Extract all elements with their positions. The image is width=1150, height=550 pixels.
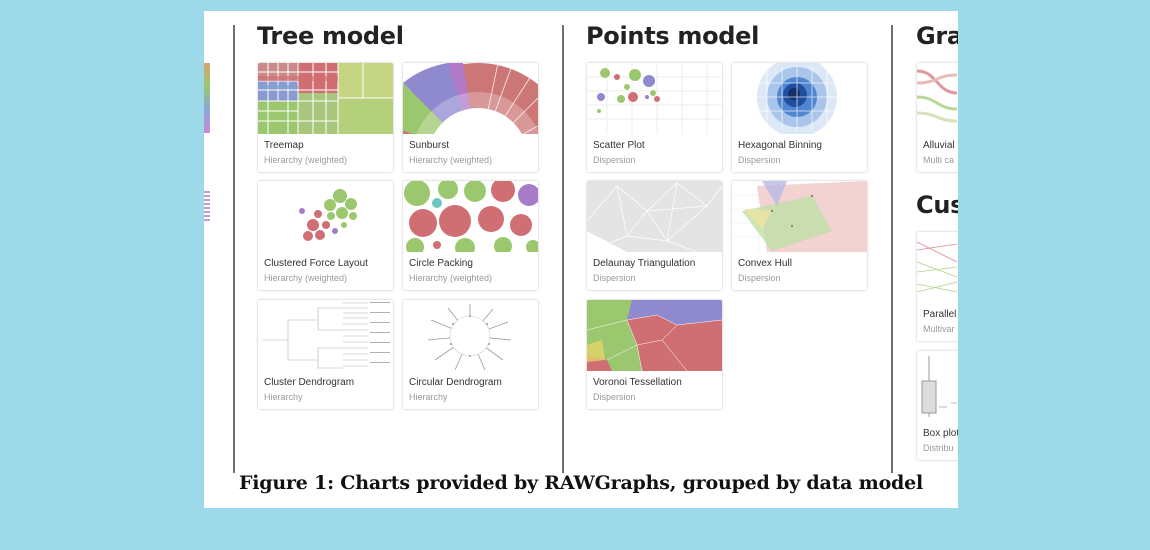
card-title: Box plot [923,428,958,439]
chart-card-convex-hull[interactable]: Convex Hull Dispersion [732,181,867,290]
chart-card-cluster-dendrogram[interactable]: Cluster Dendrogram Hierarchy [258,300,393,409]
sunburst-thumbnail [403,63,538,134]
previous-column-thumb [204,63,210,133]
figure-sheet: Tree model Points model Gra Cus Treemap [204,11,958,508]
card-subtitle: Hierarchy (weighted) [264,273,348,283]
chart-card-circular-dendrogram[interactable]: Circular Dendrogram Hierarchy [403,300,538,409]
previous-column-thumb [204,191,210,221]
convex-hull-thumbnail [732,181,867,252]
chart-card-treemap[interactable]: Treemap Hierarchy (weighted) [258,63,393,172]
card-subtitle: Hierarchy (weighted) [264,155,348,165]
card-subtitle: Dispersion [593,392,636,402]
column-divider [891,25,893,473]
section-title-tree: Tree model [257,22,404,50]
card-subtitle: Dispersion [738,155,781,165]
chart-card-hexagonal-binning[interactable]: Hexagonal Binning Dispersion [732,63,867,172]
card-title: Parallel [923,309,957,320]
card-subtitle: Distribu [923,443,954,453]
column-divider [233,25,235,473]
alluvial-thumbnail [917,63,958,134]
cluster-dendrogram-thumbnail [258,300,393,371]
circle-packing-thumbnail [403,181,538,252]
chart-card-sunburst[interactable]: Sunburst Hierarchy (weighted) [403,63,538,172]
card-subtitle: Dispersion [593,155,636,165]
card-subtitle: Dispersion [593,273,636,283]
card-subtitle: Multivar [923,324,955,334]
card-title: Voronoi Tessellation [593,377,682,388]
card-subtitle: Multi ca [923,155,955,165]
card-title: Alluvial [923,140,955,151]
parallel-thumbnail [917,232,958,303]
card-subtitle: Dispersion [738,273,781,283]
box-plot-thumbnail [917,351,958,422]
card-title: Clustered Force Layout [264,258,368,269]
circular-dendrogram-thumbnail [403,300,538,371]
chart-card-voronoi-tessellation[interactable]: Voronoi Tessellation Dispersion [587,300,722,409]
card-title: Sunburst [409,140,450,151]
column-divider [562,25,564,473]
clustered-force-thumbnail [258,181,393,252]
card-subtitle: Hierarchy (weighted) [409,273,493,283]
section-title-points: Points model [586,22,760,50]
treemap-thumbnail [258,63,393,134]
card-title: Delaunay Triangulation [593,258,696,269]
chart-card-alluvial[interactable]: Alluvial Multi ca [917,63,958,172]
section-title-graph: Gra [916,22,958,50]
chart-card-box-plot[interactable]: Box plot Distribu [917,351,958,460]
card-title: Treemap [264,140,304,151]
chart-card-parallel[interactable]: Parallel Multivar [917,232,958,341]
delaunay-triangulation-thumbnail [587,181,722,252]
card-title: Circular Dendrogram [409,377,502,388]
card-title: Convex Hull [738,258,792,269]
section-title-custom: Cus [916,191,958,219]
chart-card-delaunay-triangulation[interactable]: Delaunay Triangulation Dispersion [587,181,722,290]
card-title: Cluster Dendrogram [264,377,355,388]
chart-card-circle-packing[interactable]: Circle Packing Hierarchy (weighted) [403,181,538,290]
chart-card-scatter-plot[interactable]: Scatter Plot Dispersion [587,63,722,172]
card-subtitle: Hierarchy [409,392,448,402]
card-subtitle: Hierarchy [264,392,303,402]
figure-caption: Figure 1: Charts provided by RAWGraphs, … [238,472,924,494]
card-subtitle: Hierarchy (weighted) [409,155,493,165]
chart-card-clustered-force[interactable]: Clustered Force Layout Hierarchy (weight… [258,181,393,290]
voronoi-tessellation-thumbnail [587,300,722,371]
card-title: Scatter Plot [593,140,645,151]
hexagonal-binning-thumbnail [732,63,867,134]
card-title: Hexagonal Binning [738,140,822,151]
card-title: Circle Packing [409,258,473,269]
scatter-plot-thumbnail [587,63,722,134]
